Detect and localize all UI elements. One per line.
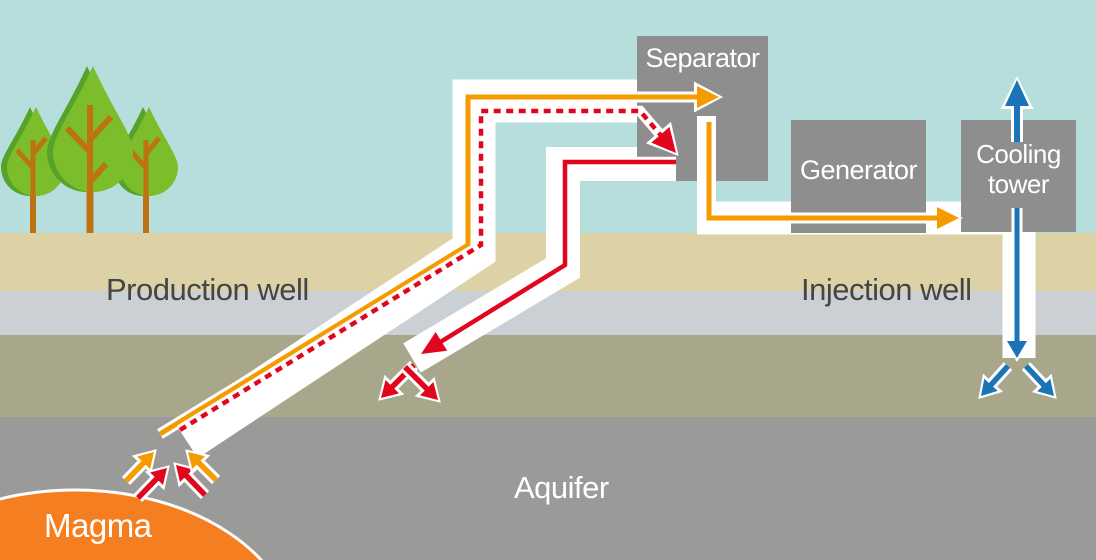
injection-disperse-left-arrow: [978, 362, 1013, 399]
tree-icon: [46, 66, 133, 233]
brine-disperse-right-arrow: [400, 362, 441, 403]
rock-olive-layer: [0, 335, 1096, 417]
injection-disperse-right-arrow: [1021, 362, 1057, 399]
separator-label: Separator: [645, 43, 760, 73]
injection-down-arrow: [1002, 208, 1032, 362]
magma-heat-arrow-2: [133, 465, 170, 502]
magma-heat-arrow-1: [121, 449, 157, 485]
rock-gray-layer: [0, 291, 1096, 335]
cooling-tower-label-line1: Cooling: [976, 139, 1061, 169]
cooling-tower-label-line2: tower: [987, 169, 1050, 199]
magma-blob: [0, 488, 264, 560]
tree-icon: [1, 107, 65, 233]
magma-heat-arrow-4: [185, 449, 221, 485]
tree-icon: [114, 107, 178, 233]
brine-return-arrow: [417, 156, 676, 357]
injection-well-label: Injection well: [801, 272, 972, 307]
production-well-label: Production well: [106, 272, 309, 307]
vapor-out-arrow: [1000, 76, 1034, 142]
separator-pipe-notch2: [637, 165, 676, 181]
aquifer-label: Aquifer: [514, 470, 609, 505]
generator-label: Generator: [799, 155, 918, 185]
steam-up-arrow: [157, 81, 723, 439]
steam-to-cooling-arrow: [703, 122, 963, 234]
hot-mix-dashed-arrow: [177, 105, 679, 435]
magma-label: Magma: [44, 507, 152, 544]
